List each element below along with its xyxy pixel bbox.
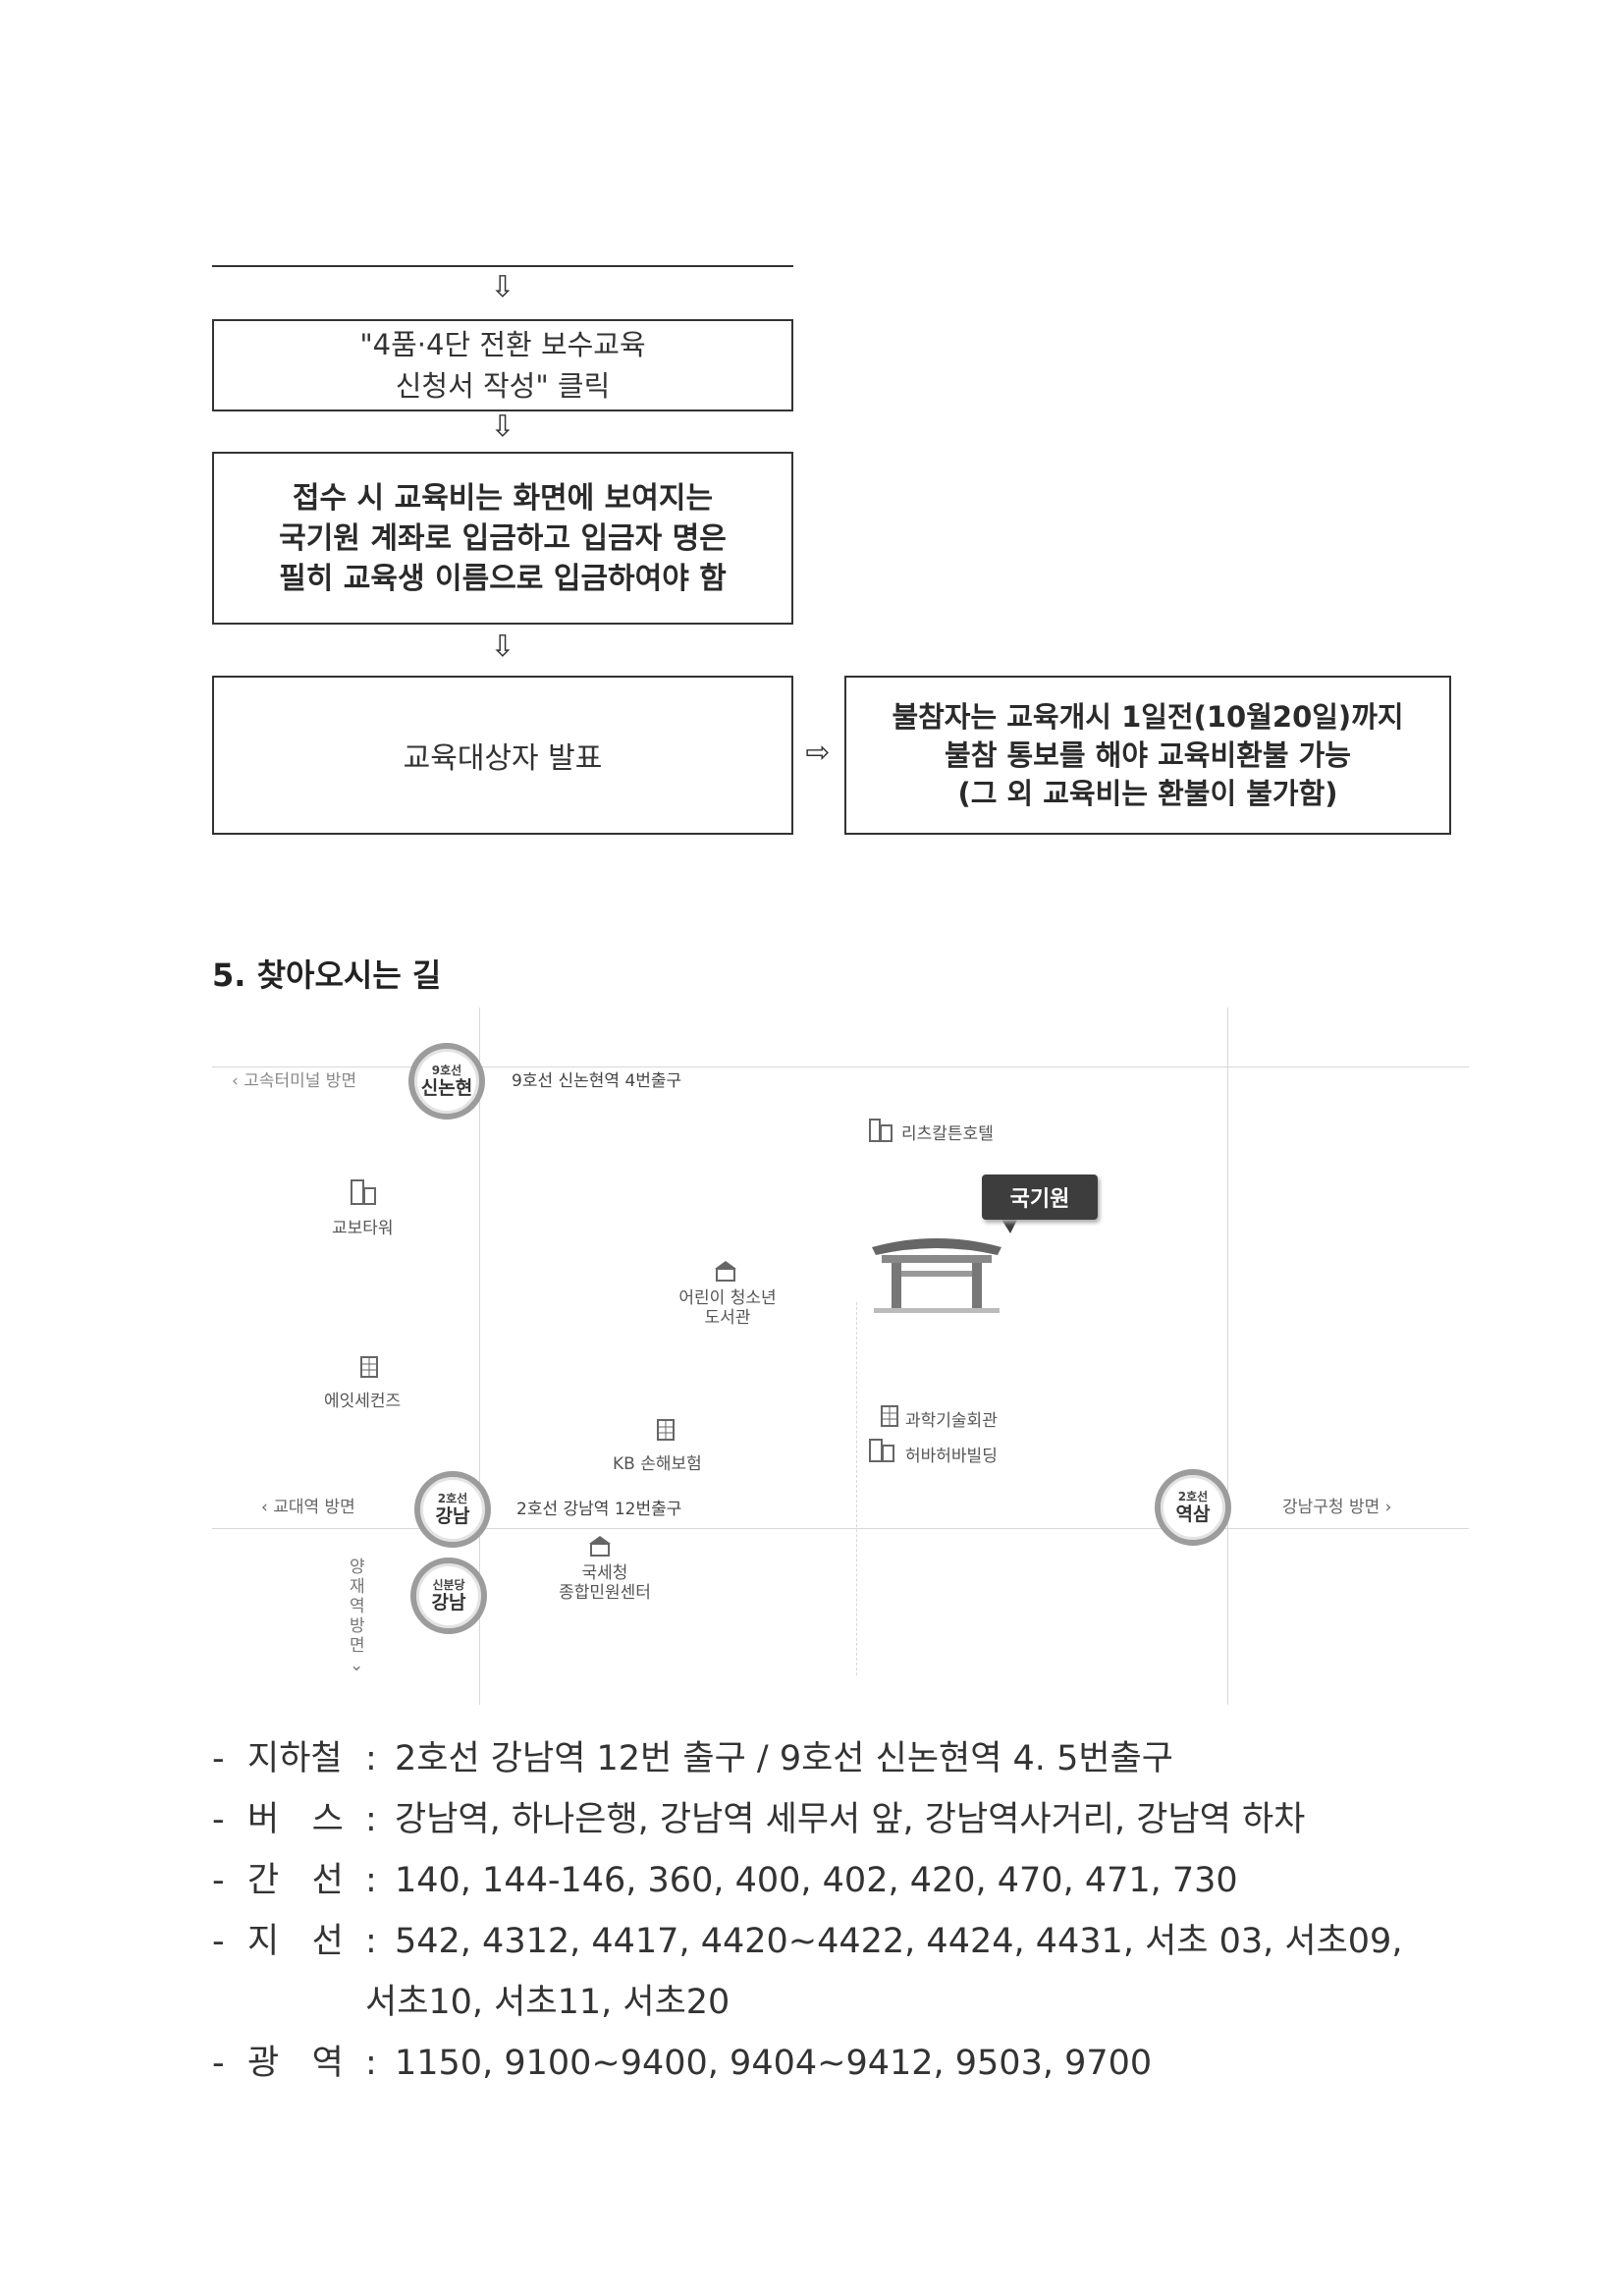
callout-tail (1001, 1218, 1018, 1233)
flow-step-announce-text: 교육대상자 발표 (403, 741, 603, 776)
transport-value: 서초10, 서초11, 서초20 (365, 1983, 730, 2022)
arrow-down-icon: ⇩ (490, 270, 515, 304)
arrow-down-icon: ⇩ (490, 629, 515, 664)
colon: : (365, 1739, 377, 1778)
station-yeoksam: 2호선 역삼 (1155, 1469, 1231, 1546)
map-direction-label: 강남구청 방면 › (1282, 1498, 1392, 1517)
transport-bus: -버 스: 강남역, 하나은행, 강남역 세무서 앞, 강남역사거리, 강남역 하… (212, 1791, 1305, 1841)
location-map: ‹ 고속터미널 방면 ‹ 교대역 방면 강남구청 방면 › 양재역 방면 ⌄ 9… (212, 1008, 1469, 1705)
top-rule (212, 265, 793, 267)
bullet-dash: - (212, 1739, 225, 1778)
station-gangnam-line2: 2호선 강남 (414, 1471, 491, 1548)
transport-label: 지 선 (247, 1922, 344, 1961)
flow-step-apply: "4품·4단 전환 보수교육 신청서 작성" 클릭 (212, 319, 793, 411)
transport-express-bus: -광 역:1150, 9100~9400, 9404~9412, 9503, 9… (212, 2035, 1152, 2085)
station-line: 신분당 (432, 1578, 465, 1592)
map-direction-label: 양재역 방면 ⌄ (350, 1558, 365, 1675)
map-road-line (856, 1302, 857, 1675)
arrow-down-icon: ⇩ (490, 410, 515, 444)
transport-value: 2호선 강남역 12번 출구 / 9호선 신논현역 4. 5번출구 (395, 1739, 1173, 1778)
flow-step-announce: 교육대상자 발표 (212, 676, 793, 835)
station-line: 9호선 (431, 1064, 462, 1077)
station-name: 강남 (435, 1505, 470, 1527)
landmark-ritz-carlton: 리츠칼튼호텔 (901, 1124, 994, 1144)
station-sinnonhyeon: 9호선 신논현 (408, 1043, 485, 1120)
station-name: 신논현 (420, 1077, 473, 1099)
landmark-tax-office: 국세청 종합민원센터 (559, 1563, 651, 1603)
building-icon (360, 1356, 378, 1378)
kukkiwon-gate-icon (872, 1238, 1001, 1313)
transport-label: 광 역 (247, 2044, 344, 2083)
bullet-dash: - (212, 2044, 225, 2083)
landmark-kyobo-tower: 교보타워 (332, 1219, 394, 1238)
office-icon (589, 1536, 611, 1557)
exit-sinnonhyeon-label: 9호선 신논현역 4번출구 (512, 1071, 682, 1091)
arrow-right-icon: ⇨ (805, 736, 831, 770)
colon: : (365, 1922, 377, 1961)
building-icon (351, 1179, 376, 1205)
colon: : (365, 1800, 377, 1839)
transport-branch-bus-cont: 서초10, 서초11, 서초20 (365, 1974, 730, 2024)
transport-value: 542, 4312, 4417, 4420~4422, 4424, 4431, … (395, 1922, 1403, 1961)
bullet-dash: - (212, 1800, 225, 1839)
building-icon (657, 1419, 675, 1441)
map-road-line (212, 1066, 1469, 1067)
colon: : (365, 1861, 377, 1900)
map-road-line (479, 1008, 480, 1705)
section-title: 5. 찾아오시는 길 (212, 957, 442, 994)
transport-branch-bus: -지 선:542, 4312, 4417, 4420~4422, 4424, 4… (212, 1913, 1402, 1963)
transport-label: 지하철 (247, 1739, 343, 1778)
transport-value: 1150, 9100~9400, 9404~9412, 9503, 9700 (395, 2044, 1153, 2083)
flow-step-payment-text: 접수 시 교육비는 화면에 보여지는 국기원 계좌로 입금하고 입금자 명은 필… (279, 480, 727, 596)
landmark-herbaherba: 허바허바빌딩 (905, 1447, 998, 1466)
station-name: 강남 (431, 1592, 466, 1613)
transport-value: 강남역, 하나은행, 강남역 세무서 앞, 강남역사거리, 강남역 하차 (395, 1800, 1306, 1839)
map-direction-label: ‹ 교대역 방면 (261, 1498, 355, 1517)
building-icon (869, 1119, 893, 1142)
landmark-library: 어린이 청소년 도서관 (678, 1288, 777, 1328)
station-name: 역삼 (1175, 1503, 1211, 1525)
transport-subway: -지하철:2호선 강남역 12번 출구 / 9호선 신논현역 4. 5번출구 (212, 1730, 1173, 1780)
map-direction-label: ‹ 고속터미널 방면 (232, 1071, 357, 1091)
kukkiwon-callout: 국기원 (982, 1175, 1098, 1220)
station-line: 2호선 (437, 1492, 468, 1505)
flow-step-refund: 불참자는 교육개시 1일전(10월20일)까지 불참 통보를 해야 교육비환불 … (844, 676, 1451, 835)
library-icon (715, 1261, 736, 1282)
bullet-dash: - (212, 1922, 225, 1961)
transport-value: 140, 144-146, 360, 400, 402, 420, 470, 4… (395, 1861, 1238, 1900)
map-road-line (212, 1528, 1469, 1529)
landmark-8seconds: 에잇세컨즈 (324, 1392, 402, 1411)
bullet-dash: - (212, 1861, 225, 1900)
colon: : (365, 2044, 377, 2083)
landmark-kb-insurance: KB 손해보험 (613, 1454, 702, 1474)
building-icon (881, 1405, 898, 1427)
transport-label: 버 스 (247, 1800, 344, 1839)
transport-trunk-bus: -간 선:140, 144-146, 360, 400, 402, 420, 4… (212, 1852, 1238, 1902)
building-icon (869, 1439, 894, 1462)
map-road-line (1227, 1008, 1228, 1705)
exit-gangnam-label: 2호선 강남역 12번출구 (516, 1500, 682, 1519)
station-gangnam-sinbundang: 신분당 강남 (410, 1558, 487, 1634)
flow-step-payment: 접수 시 교육비는 화면에 보여지는 국기원 계좌로 입금하고 입금자 명은 필… (212, 452, 793, 625)
landmark-science-center: 과학기술회관 (905, 1411, 998, 1431)
transport-label: 간 선 (247, 1861, 344, 1900)
station-line: 2호선 (1177, 1490, 1209, 1503)
flow-step-apply-text: "4품·4단 전환 보수교육 신청서 작성" 클릭 (359, 328, 646, 403)
flow-step-refund-text: 불참자는 교육개시 1일전(10월20일)까지 불참 통보를 해야 교육비환불 … (892, 699, 1404, 810)
